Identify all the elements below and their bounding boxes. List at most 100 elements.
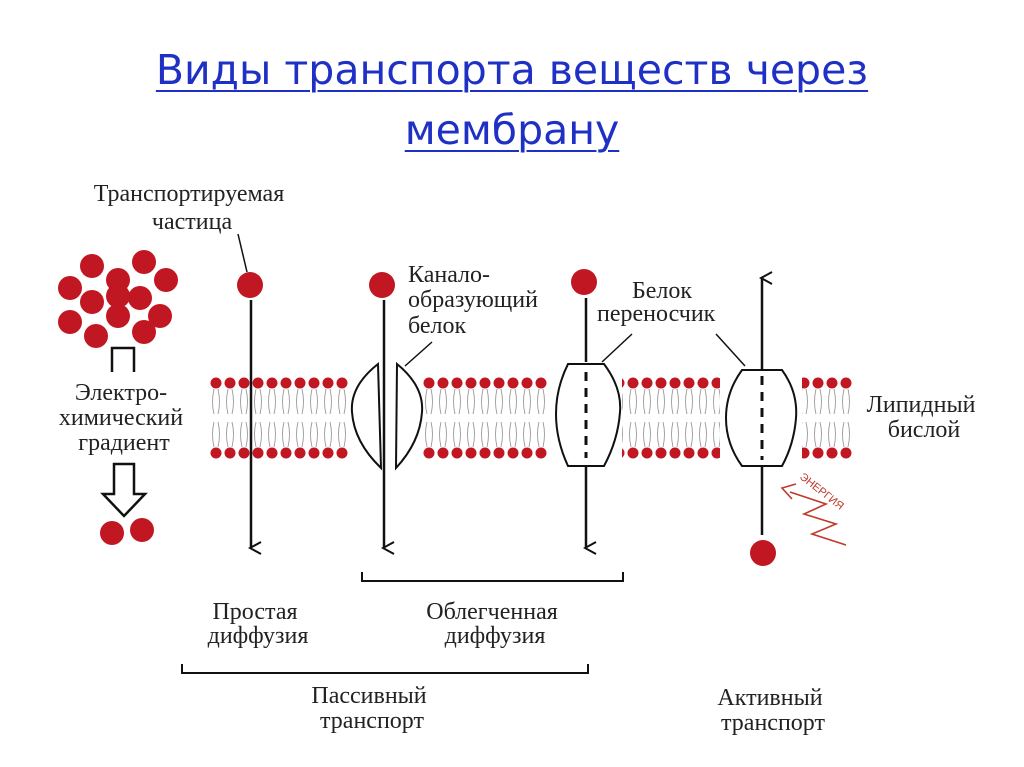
lipid-head	[812, 447, 824, 459]
lipid-head	[280, 447, 292, 459]
lipid-head	[336, 447, 348, 459]
lipid-tail	[699, 388, 707, 415]
lipid-tail	[282, 388, 290, 415]
lipid-head	[711, 447, 723, 459]
lipid-head	[627, 377, 639, 389]
lipid-tail	[814, 388, 822, 415]
lipid-tail	[713, 388, 721, 415]
lipid-head	[210, 377, 222, 389]
lipid-tail	[842, 421, 850, 448]
lipid-head	[423, 377, 435, 389]
lipid-head	[840, 447, 852, 459]
lipid-head	[655, 447, 667, 459]
leader-line	[404, 341, 433, 367]
lipid-tail	[439, 421, 447, 448]
lipid-tail	[495, 421, 503, 448]
lipid-tail	[537, 421, 545, 448]
facilitated-diffusion-label: Облегченная диффузия	[426, 599, 564, 649]
lipid-head	[521, 447, 533, 459]
active-carrier-protein	[724, 369, 798, 467]
lipid-head	[437, 447, 449, 459]
lipid-head	[423, 447, 435, 459]
lipid-tail	[509, 421, 517, 448]
particle	[58, 310, 82, 334]
lipid-tail	[324, 421, 332, 448]
lipid-tail	[296, 388, 304, 415]
lipid-head	[224, 377, 236, 389]
lipid-head	[308, 377, 320, 389]
title-line-1: Виды транспорта веществ через	[155, 46, 869, 94]
lipid-head	[451, 447, 463, 459]
channel-protein-label: Канало- образующий белок	[408, 262, 544, 339]
lipid-head	[224, 447, 236, 459]
lipid-head	[535, 377, 547, 389]
lipid-tail	[481, 421, 489, 448]
lipid-tail	[212, 388, 220, 415]
leader-line	[601, 333, 633, 363]
lipid-head	[252, 377, 264, 389]
lipid-head	[669, 447, 681, 459]
lipid-head	[641, 447, 653, 459]
lipid-tail	[226, 388, 234, 415]
lipid-head	[697, 447, 709, 459]
lipid-head	[507, 377, 519, 389]
lipid-tail	[240, 421, 248, 448]
lipid-head	[697, 377, 709, 389]
active-transport-label: Активный транспорт	[717, 685, 828, 736]
lipid-tail	[226, 421, 234, 448]
particle	[237, 272, 263, 298]
leader-line	[715, 333, 746, 367]
carrier-protein-label: Белок переносчик	[597, 278, 716, 327]
lipid-tail	[453, 421, 461, 448]
lipid-tail	[467, 421, 475, 448]
gradient-down-arrow-icon	[100, 462, 148, 518]
particle	[132, 250, 156, 274]
lipid-tail	[268, 421, 276, 448]
lipid-head	[238, 377, 250, 389]
lipid-tail	[240, 388, 248, 415]
lipid-head	[683, 447, 695, 459]
lipid-tail	[495, 388, 503, 415]
lipid-head	[210, 447, 222, 459]
particle	[128, 286, 152, 310]
lipid-head	[493, 447, 505, 459]
lipid-tail	[629, 388, 637, 415]
lipid-head	[465, 377, 477, 389]
passive-transport-label: Пассивный транспорт	[311, 683, 432, 734]
carrier-protein	[554, 363, 622, 467]
page-title: Виды транспорта веществ через мембрану	[0, 40, 1024, 160]
lipid-tail	[268, 388, 276, 415]
particle	[148, 304, 172, 328]
lipid-tail	[324, 388, 332, 415]
simple-diffusion-label: Простая диффузия	[208, 599, 309, 649]
lipid-tail	[713, 421, 721, 448]
lipid-head	[535, 447, 547, 459]
particle	[80, 254, 104, 278]
lipid-tail	[842, 388, 850, 415]
lipid-tail	[310, 421, 318, 448]
particle	[369, 272, 395, 298]
lipid-head	[479, 447, 491, 459]
lipid-head	[437, 377, 449, 389]
lipid-head	[826, 447, 838, 459]
particle-cluster	[58, 250, 178, 348]
lipid-tail	[629, 421, 637, 448]
lipid-head	[655, 377, 667, 389]
lipid-tail	[814, 421, 822, 448]
lipid-tail	[467, 388, 475, 415]
lipid-head	[711, 377, 723, 389]
lipid-head	[840, 377, 852, 389]
lipid-head	[641, 377, 653, 389]
lipid-head	[669, 377, 681, 389]
lipid-tail	[828, 421, 836, 448]
lipid-head	[451, 377, 463, 389]
particle	[100, 521, 124, 545]
bilayer-label: Липидный бислой	[867, 392, 982, 443]
lipid-head	[826, 377, 838, 389]
lipid-head	[294, 447, 306, 459]
lipid-head	[238, 447, 250, 459]
lipid-tail	[453, 388, 461, 415]
lipid-tail	[657, 388, 665, 415]
passive-transport-bracket	[181, 664, 589, 674]
lipid-head	[336, 377, 348, 389]
